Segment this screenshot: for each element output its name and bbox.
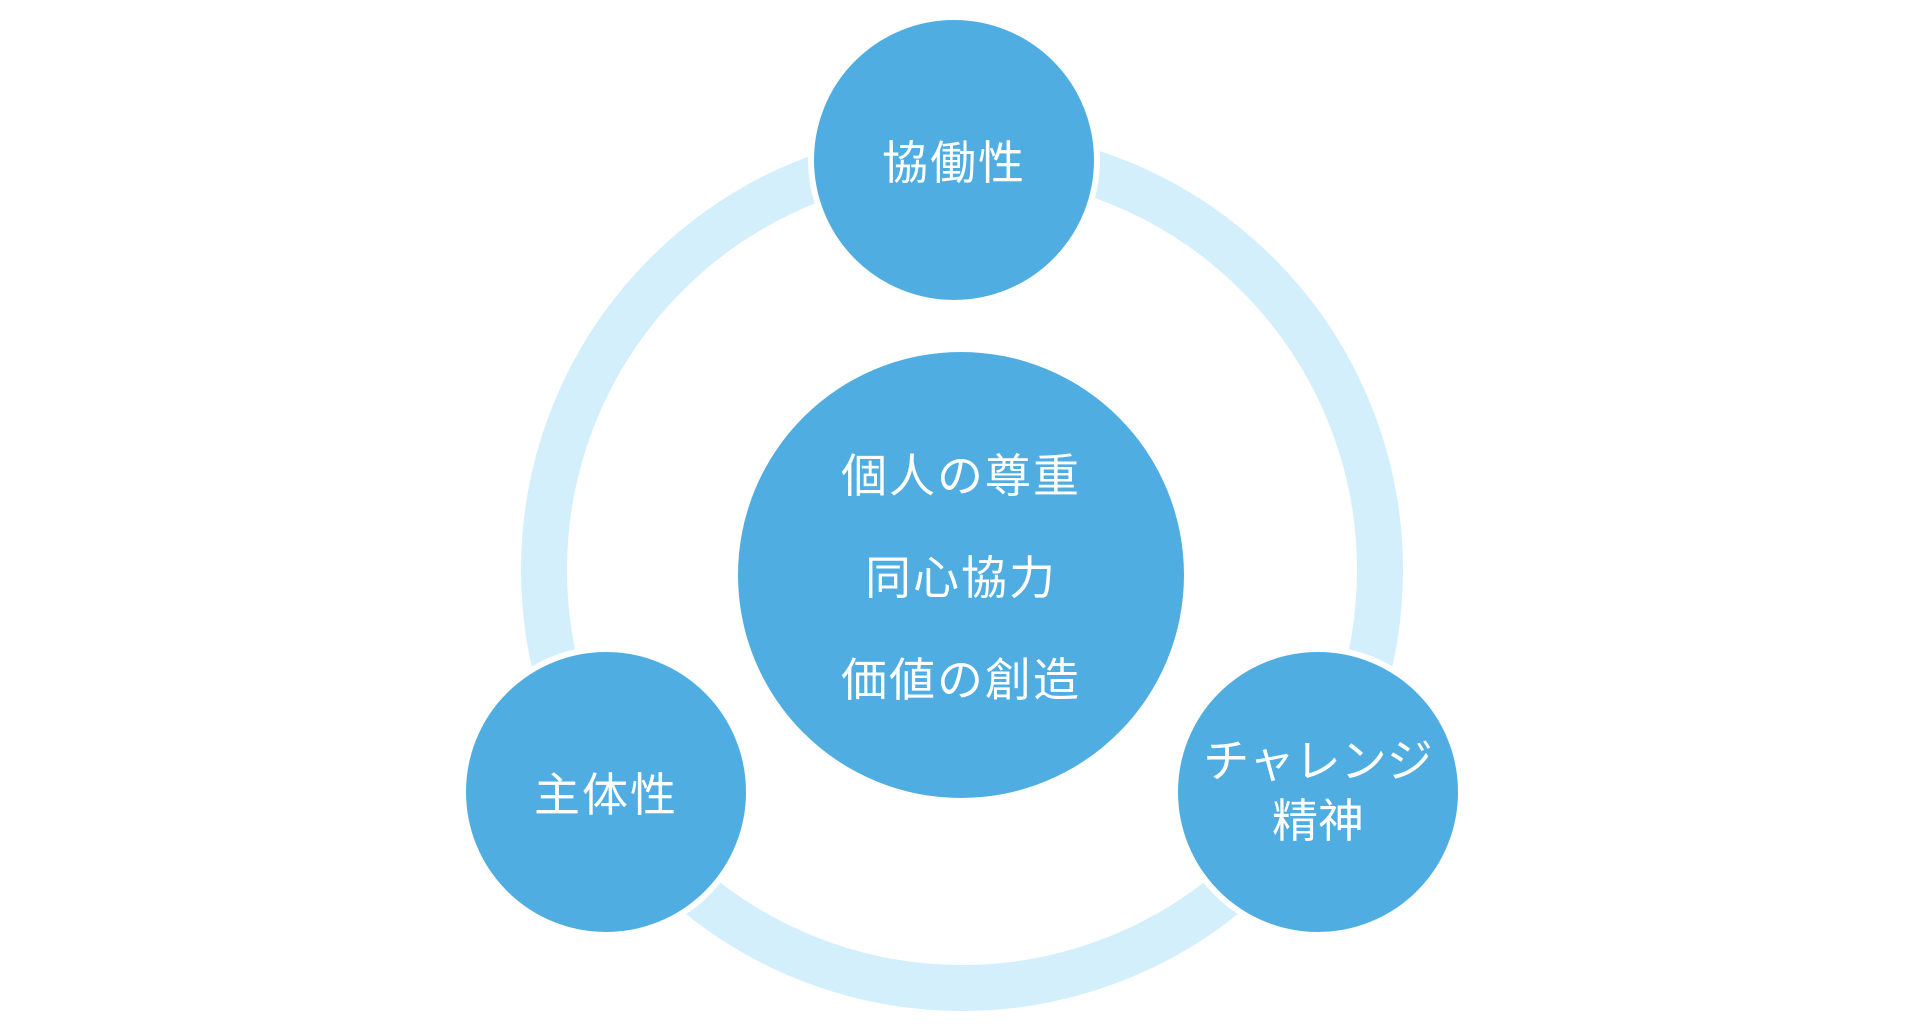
node-initiative-label: 主体性 bbox=[534, 768, 678, 822]
core-value-respect: 個人の尊重 bbox=[841, 449, 1081, 503]
core-value-creation: 価値の創造 bbox=[841, 653, 1081, 707]
core-value-cooperation: 同心協力 bbox=[865, 551, 1057, 605]
node-core-values: 個人の尊重 同心協力 価値の創造 bbox=[738, 352, 1184, 798]
node-challenge-spirit-line-1: チャレンジ bbox=[1203, 734, 1433, 789]
node-initiative: 主体性 bbox=[460, 646, 752, 938]
node-collaboration-label: 協働性 bbox=[882, 136, 1026, 190]
node-challenge-spirit: チャレンジ 精神 bbox=[1172, 646, 1464, 938]
node-challenge-spirit-line-2: 精神 bbox=[1272, 794, 1364, 848]
node-collaboration: 協働性 bbox=[808, 14, 1100, 306]
